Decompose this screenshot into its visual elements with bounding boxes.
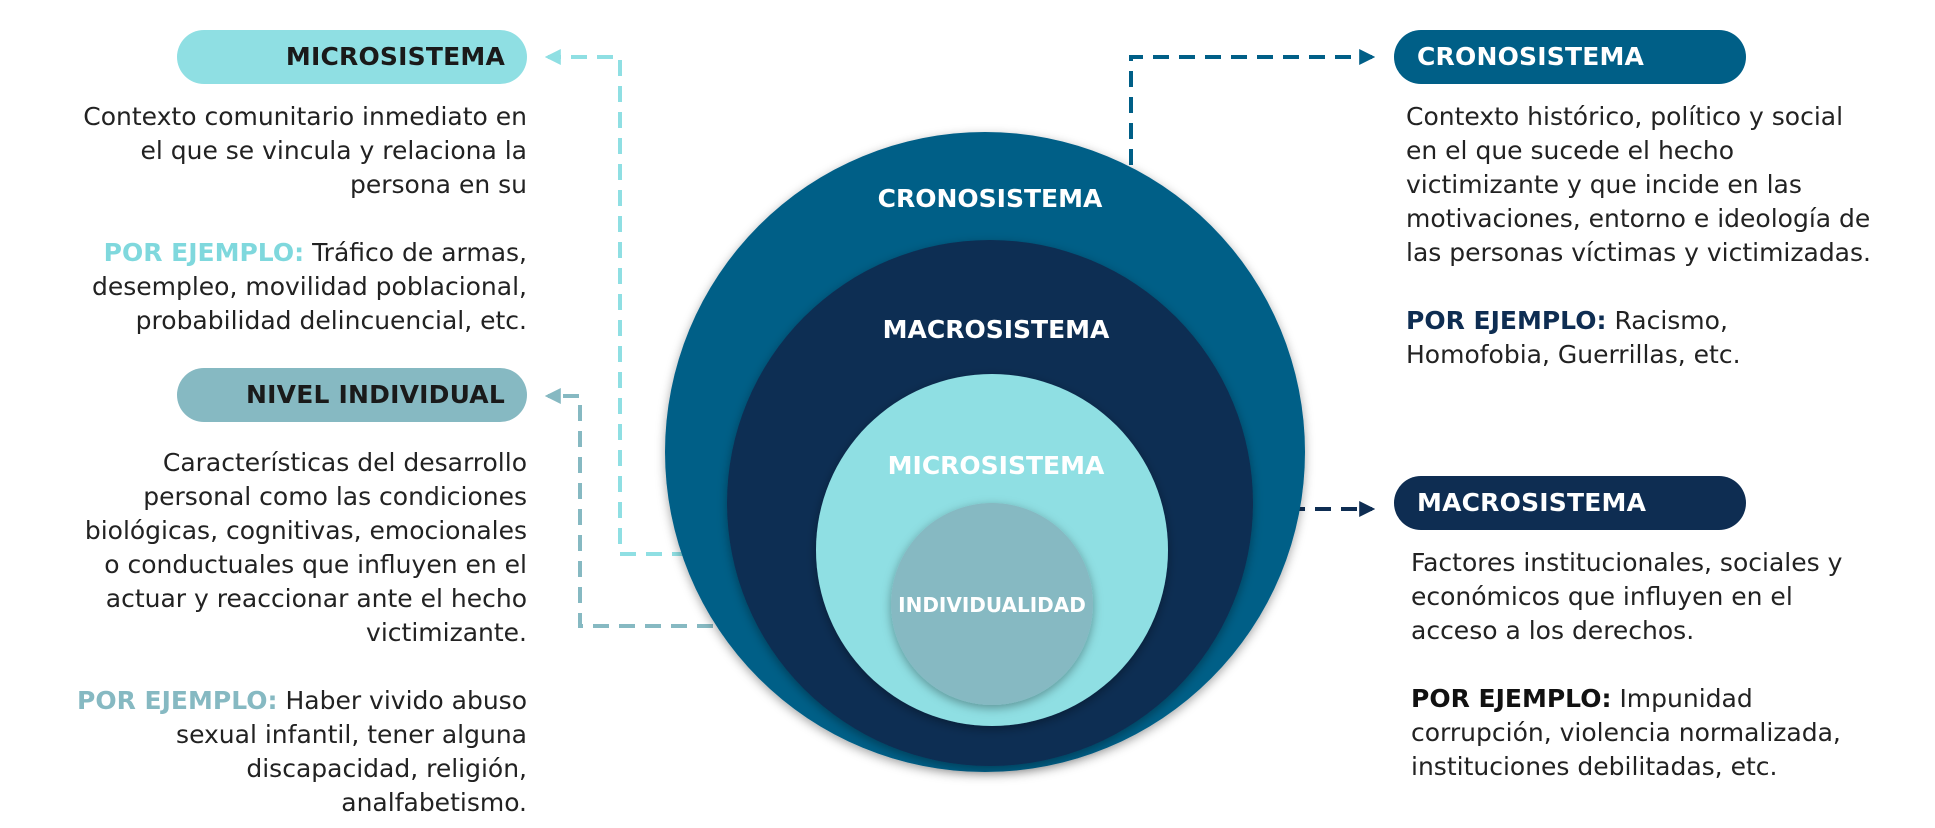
macro-circle-label: MACROSISTEMA	[883, 315, 1110, 344]
desc-line: biológicas, cognitivas, emocionales	[84, 516, 527, 545]
example-line: Tráfico de armas,	[312, 238, 527, 267]
desc-line: personal como las condiciones	[143, 482, 527, 511]
microsistema-title: MICROSISTEMA	[177, 30, 527, 84]
example-label: POR EJEMPLO:	[103, 238, 305, 267]
individualidad-circle-label: INDIVIDUALIDAD	[898, 593, 1086, 617]
desc-line: Contexto comunitario inmediato en	[83, 102, 527, 131]
microsistema-connector	[544, 49, 818, 556]
microsistema-example: POR EJEMPLO: Tráfico de armas, desempleo…	[40, 236, 527, 338]
nivel-individual-description: Características del desarrollo personal …	[20, 446, 527, 820]
desc-line: el que se vincula y relaciona la	[140, 136, 527, 165]
nivel-individual-desc-text: Características del desarrollo personal …	[20, 446, 527, 650]
cronosistema-description: Contexto histórico, político y social en…	[1406, 100, 1926, 372]
cronosistema-example: POR EJEMPLO: Racismo, Homofobia, Guerril…	[1406, 304, 1926, 372]
macrosistema-desc-text: Factores institucionales, sociales y eco…	[1411, 546, 1926, 648]
desc-line: acceso a los derechos.	[1411, 616, 1695, 645]
microsistema-description: Contexto comunitario inmediato en el que…	[40, 100, 527, 338]
cronosistema-title: CRONOSISTEMA	[1394, 30, 1746, 84]
desc-line: persona en su	[349, 170, 527, 199]
example-line: corrupción, violencia normalizada,	[1411, 718, 1841, 747]
example-line: probabilidad delincuencial, etc.	[135, 306, 527, 335]
desc-line: las personas víctimas y victimizadas.	[1406, 238, 1871, 267]
macrosistema-example: POR EJEMPLO: Impunidad corrupción, viole…	[1411, 682, 1926, 784]
individualidad-circle	[891, 503, 1093, 705]
nivel-individual-example: POR EJEMPLO: Haber vivido abuso sexual i…	[20, 684, 527, 820]
desc-line: Características del desarrollo	[162, 448, 527, 477]
macrosistema-title: MACROSISTEMA	[1394, 476, 1746, 530]
desc-line: o conductuales que influyen en el	[104, 550, 527, 579]
cronosistema-desc-text: Contexto histórico, político y social en…	[1406, 100, 1926, 270]
example-line: Homofobia, Guerrillas, etc.	[1406, 340, 1741, 369]
desc-line: victimizante y que incide en las	[1406, 170, 1802, 199]
example-line: instituciones debilitadas, etc.	[1411, 752, 1778, 781]
example-label: POR EJEMPLO:	[77, 686, 278, 715]
desc-line: Factores institucionales, sociales y	[1411, 548, 1843, 577]
cronosistema-connector	[1129, 49, 1376, 165]
example-line: desempleo, movilidad poblacional,	[91, 272, 527, 301]
example-line: Racismo,	[1614, 306, 1728, 335]
desc-line: actuar y reaccionar ante el hecho	[105, 584, 527, 613]
micro-circle-label: MICROSISTEMA	[888, 451, 1105, 480]
desc-line: económicos que influyen en el	[1411, 582, 1793, 611]
example-label: POR EJEMPLO:	[1411, 684, 1612, 713]
desc-line: motivaciones, entorno e ideología de	[1406, 204, 1871, 233]
desc-line: Contexto histórico, político y social	[1406, 102, 1844, 131]
example-line: Haber vivido abuso	[285, 686, 527, 715]
example-line: discapacidad, religión,	[246, 754, 527, 783]
example-line: Impunidad	[1619, 684, 1753, 713]
microsistema-desc-text: Contexto comunitario inmediato en el que…	[40, 100, 527, 202]
crono-circle-label: CRONOSISTEMA	[878, 184, 1103, 213]
example-line: sexual infantil, tener alguna	[176, 720, 527, 749]
nivel-individual-title: NIVEL INDIVIDUAL	[177, 368, 527, 422]
example-label: POR EJEMPLO:	[1406, 306, 1607, 335]
macrosistema-description: Factores institucionales, sociales y eco…	[1411, 546, 1926, 784]
desc-line: victimizante.	[366, 618, 527, 647]
example-line: analfabetismo.	[341, 788, 527, 817]
desc-line: en el que sucede el hecho	[1406, 136, 1735, 165]
